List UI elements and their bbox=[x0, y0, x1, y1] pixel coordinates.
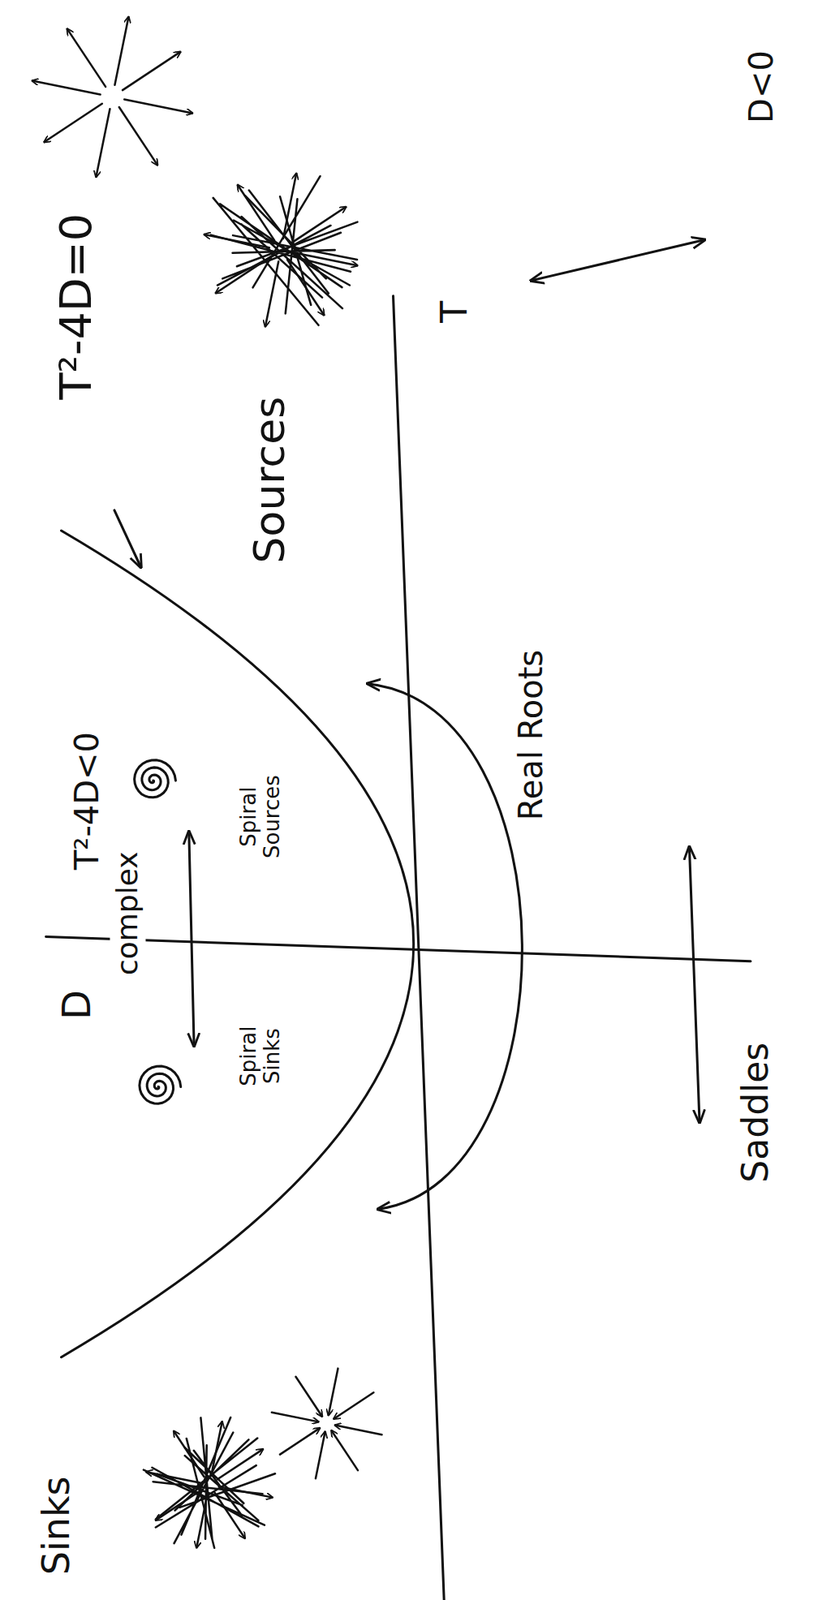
sink-node-symbol bbox=[315, 1432, 326, 1480]
sink-node-symbol bbox=[210, 1421, 222, 1476]
sink-node-symbol bbox=[328, 1369, 339, 1417]
region-label: Saddles bbox=[734, 1039, 777, 1187]
sink-node-symbol bbox=[279, 1428, 320, 1455]
region-label: Sinks bbox=[34, 1472, 79, 1579]
source-node-symbol bbox=[237, 185, 275, 241]
curve-label: T²-4D=0 bbox=[51, 210, 103, 404]
d-axis bbox=[46, 937, 751, 962]
source-node-symbol bbox=[124, 99, 193, 113]
spiral-source-symbol bbox=[134, 760, 177, 798]
sink-node-symbol bbox=[333, 1392, 374, 1419]
source-node-symbol bbox=[204, 234, 270, 248]
region-label: complex bbox=[109, 848, 146, 979]
source-node-symbol bbox=[210, 176, 358, 326]
parabola bbox=[61, 530, 414, 1358]
t-axis bbox=[392, 296, 452, 1600]
source-node-symbol bbox=[283, 173, 297, 239]
sink-node-symbol bbox=[217, 1449, 263, 1480]
d-negative-arrow bbox=[530, 240, 705, 281]
region-label: T²-4D<0 bbox=[67, 728, 107, 874]
region-label: Real Roots bbox=[512, 645, 552, 823]
source-node-symbol bbox=[32, 80, 101, 95]
source-node-symbol bbox=[290, 206, 346, 244]
sink-node-symbol bbox=[215, 1493, 246, 1539]
region-label: Sources bbox=[245, 392, 296, 567]
saddles-arrow bbox=[688, 847, 700, 1124]
sink-node-symbol bbox=[146, 1472, 200, 1483]
region-label: Spiral Sources bbox=[235, 768, 285, 865]
sink-node-symbol bbox=[271, 1412, 319, 1423]
source-node-symbol bbox=[265, 261, 279, 327]
sink-node-symbol bbox=[331, 1430, 358, 1471]
source-node-symbol bbox=[44, 103, 103, 143]
source-node-symbol bbox=[122, 51, 181, 91]
source-node-symbol bbox=[215, 256, 272, 293]
spiral-sink-symbol bbox=[139, 1066, 181, 1104]
pointer-arrow bbox=[114, 510, 142, 568]
sink-node-symbol bbox=[155, 1489, 202, 1520]
sink-node-symbol bbox=[335, 1425, 383, 1435]
region-label: D<0 bbox=[740, 47, 780, 127]
source-node-symbol bbox=[287, 259, 324, 315]
source-node-symbol bbox=[67, 29, 106, 87]
complex-arrow bbox=[189, 831, 194, 1047]
source-node-symbol bbox=[114, 17, 129, 86]
source-node-symbol bbox=[119, 107, 158, 165]
source-node-symbol bbox=[95, 108, 110, 177]
sink-node-symbol bbox=[219, 1486, 273, 1498]
sink-node-symbol bbox=[295, 1377, 323, 1417]
real-roots-arrow bbox=[367, 684, 522, 1210]
sink-node-symbol bbox=[143, 1417, 276, 1549]
region-label: Spiral Sinks bbox=[235, 1008, 285, 1105]
axis-label: D bbox=[53, 986, 100, 1024]
axis-label: T bbox=[433, 297, 476, 326]
source-node-symbol bbox=[292, 252, 358, 266]
sink-node-symbol bbox=[173, 1431, 204, 1477]
sink-node-symbol bbox=[196, 1494, 207, 1549]
